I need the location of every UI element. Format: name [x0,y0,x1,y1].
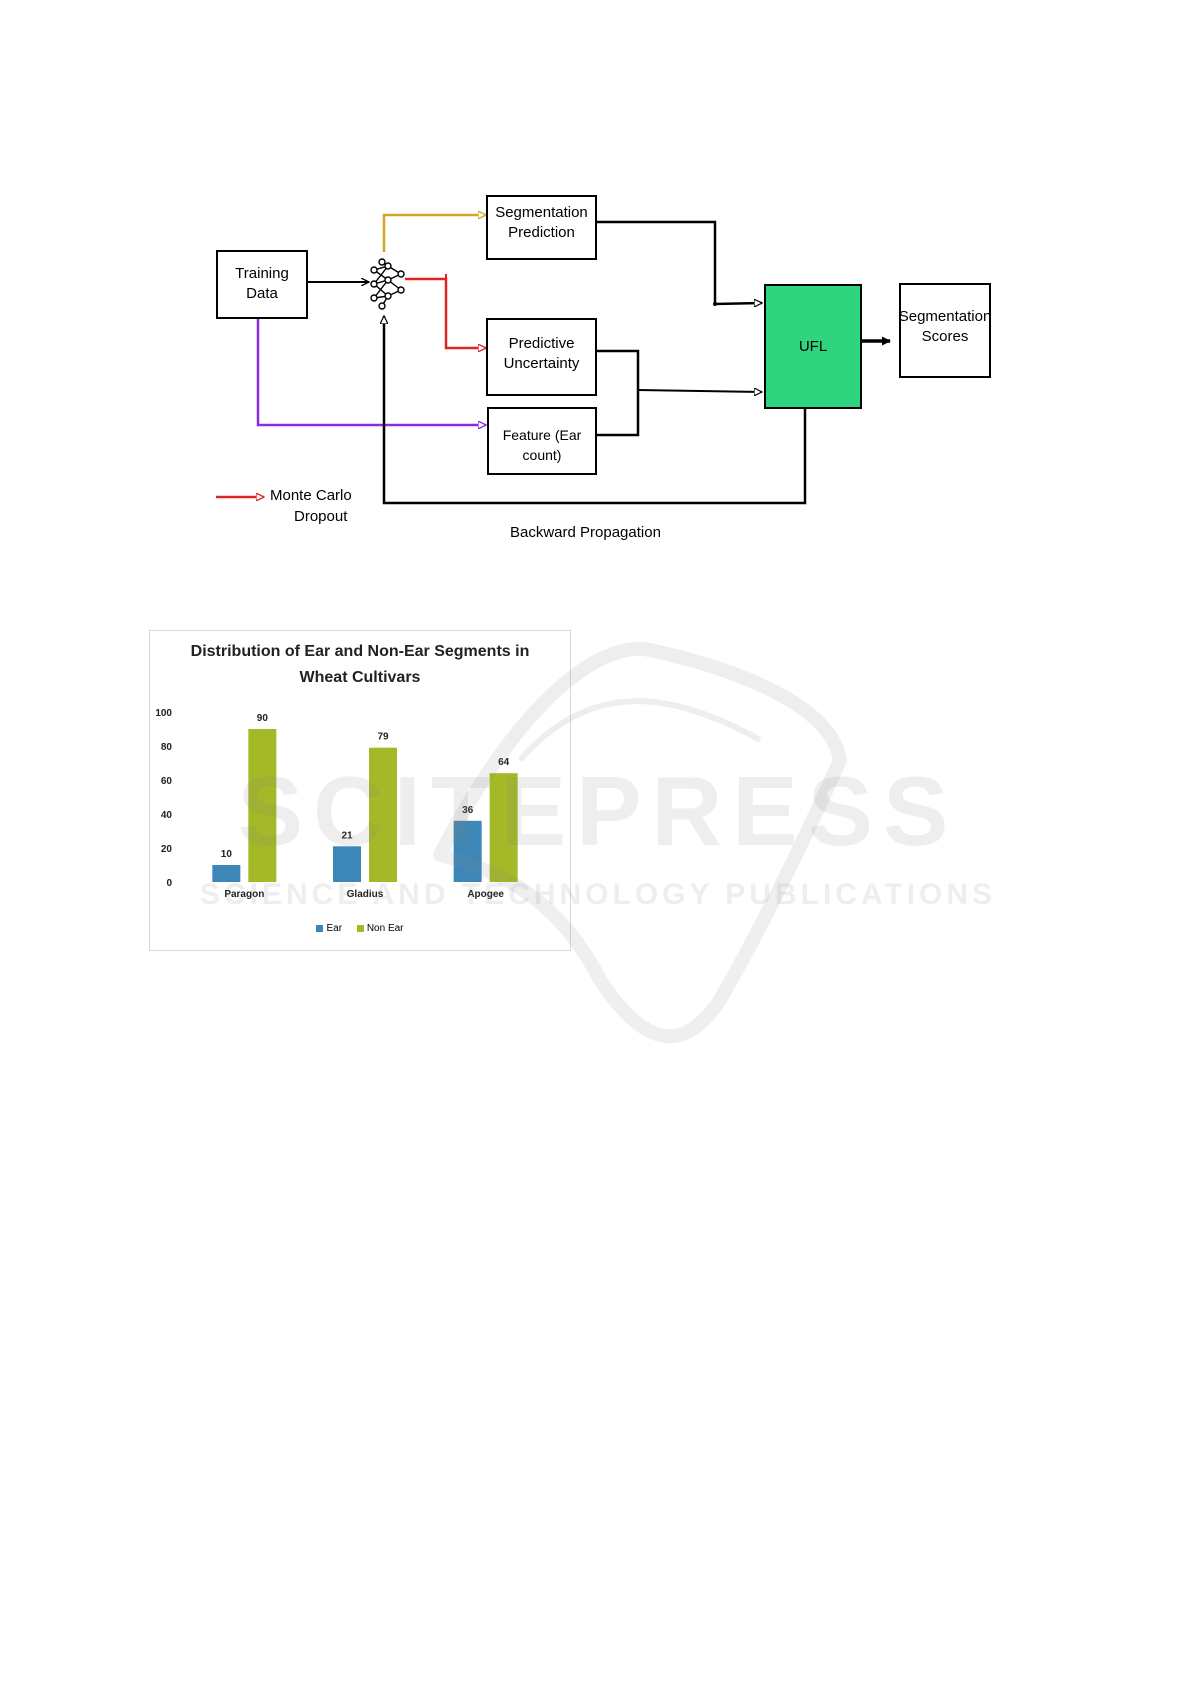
y-tick-label: 80 [161,742,173,753]
legend-monte-carlo-line2: Dropout [294,508,348,525]
arrow-training-to-feature [256,317,486,425]
segmentation-prediction-box: Segmentation Prediction [486,195,597,260]
predictive-uncertainty-line1: Predictive [508,335,575,352]
bar-ear-gladius [333,846,361,882]
bar-non-ear-gladius [369,747,397,882]
y-tick-label: 60 [161,776,173,787]
bar-non-ear-paragon [248,729,277,882]
predictive-uncertainty-line2: Uncertainty [503,355,580,372]
ufl-label: UFL [798,337,828,355]
segmentation-prediction-line1: Segmentation [495,204,588,221]
data-label: 90 [257,713,269,724]
arrow-to-segmentation-prediction [382,215,486,252]
y-tick-label: 40 [161,810,173,821]
data-label: 21 [341,830,353,841]
x-tick-label: Gladius [347,889,384,900]
bar-ear-apogee [453,820,482,882]
feature-ear-count-box: Feature (Ear count) [487,407,597,475]
training-data-box: Training Data [216,250,308,319]
bar-non-ear-apogee [489,773,518,882]
neural-network-icon [370,258,405,310]
legend-non-ear-swatch [356,924,364,932]
arrow-monte-carlo-to-uncertainty [405,277,486,348]
legend-non-ear: Non Ear [356,923,404,934]
chart-title-line1: Distribution of Ear and Non-Ear Segments… [190,643,530,660]
bar-ear-paragon [212,865,241,882]
data-label: 36 [462,805,474,816]
diagram-connectors [216,0,891,505]
data-label: 79 [377,732,389,743]
segmentation-scores-line1: Segmentation [898,308,992,325]
x-tick-label: Paragon [224,889,264,900]
chart-legend: Ear Non Ear [150,923,570,934]
arrow-merge-to-ufl [637,390,762,392]
predictive-uncertainty-box: Predictive Uncertainty [486,318,597,396]
legend-ear-label: Ear [326,923,343,934]
legend-non-ear-label: Non Ear [366,923,404,934]
feature-ear-count-label: Feature (Ear count) [502,427,582,463]
data-label: 10 [221,849,233,860]
data-label: 64 [498,757,510,768]
chart-panel: Distribution of Ear and Non-Ear Segments… [149,630,571,951]
y-tick-label: 100 [155,708,172,719]
segmentation-scores-line2: Scores [921,328,969,345]
ufl-box: UFL [764,284,862,409]
arrow-prediction-to-ufl [596,220,762,304]
y-tick-label: 20 [161,844,173,855]
training-data-label: Training Data [235,265,289,302]
y-tick-label: 0 [166,878,172,889]
x-tick-label: Apogee [467,889,504,900]
legend-ear-swatch [316,924,324,932]
segmentation-scores-box: Segmentation Scores [899,283,991,378]
arrow-backward-propagation [384,316,807,505]
backward-propagation-label: Backward Propagation [510,524,661,541]
legend-monte-carlo-line1: Monte Carlo [270,487,352,504]
arrow-uncertainty-merge [596,349,640,437]
chart-title-line2: Wheat Cultivars [299,669,421,686]
segmentation-prediction-line2: Prediction [508,224,575,241]
legend-ear: Ear [316,923,342,934]
